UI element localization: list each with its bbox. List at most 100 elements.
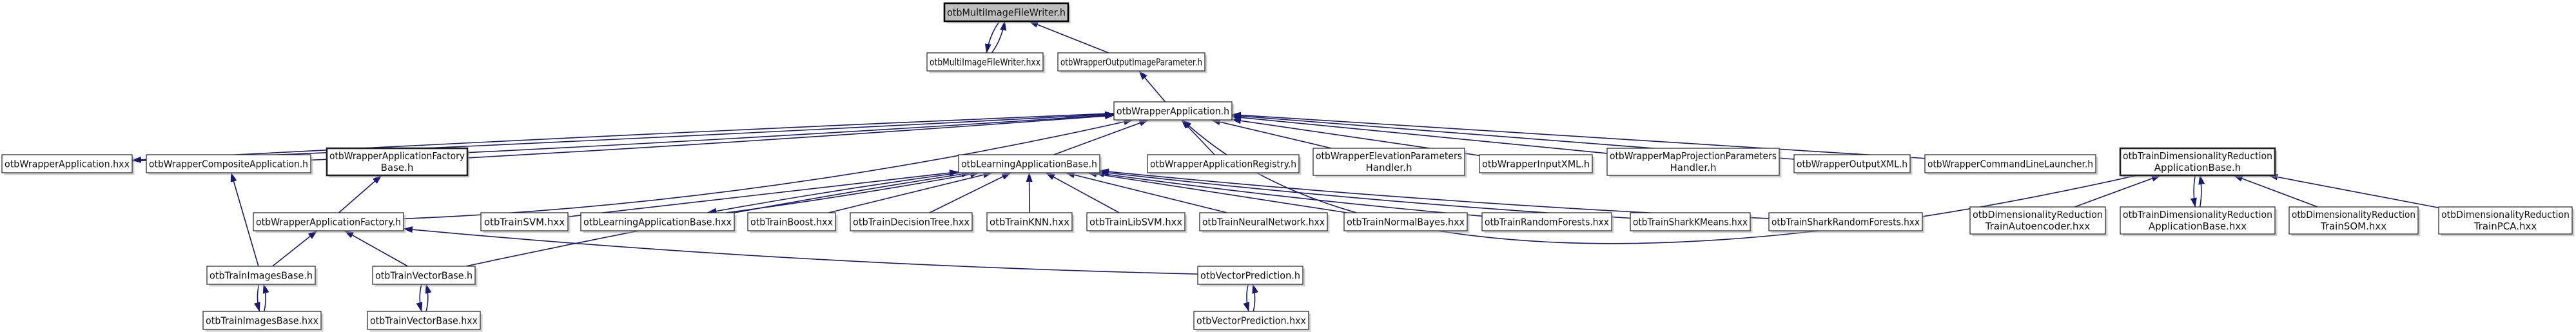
node-box[interactable] bbox=[206, 266, 316, 285]
graph-node-trainvectorbase_h[interactable]: otbTrainVectorBase.h bbox=[372, 266, 478, 287]
graph-node-trainboost[interactable]: otbTrainBoost.hxx bbox=[747, 212, 838, 233]
graph-node-trainimagesbase_h[interactable]: otbTrainImagesBase.h bbox=[206, 266, 318, 287]
node-label: otbTrainVectorBase.hxx bbox=[370, 315, 478, 327]
graph-node-trainsvm[interactable]: otbTrainSVM.hxx bbox=[480, 212, 571, 233]
node-box[interactable] bbox=[2288, 206, 2419, 235]
node-label: otbWrapperInputXML.h bbox=[1482, 159, 1590, 170]
graph-node-wrapperapp_hxx[interactable]: otbWrapperApplication.hxx bbox=[1, 154, 135, 175]
graph-node-trainknn[interactable]: otbTrainKNN.hxx bbox=[986, 212, 1075, 233]
graph-node-cmdline_h[interactable]: otbWrapperCommandLineLauncher.h bbox=[1924, 154, 2098, 175]
node-box[interactable] bbox=[1343, 212, 1468, 231]
node-label: otbTrainNeuralNetwork.hxx bbox=[1202, 217, 1325, 228]
node-box[interactable] bbox=[1312, 148, 1465, 176]
node-box[interactable] bbox=[253, 212, 404, 231]
node-box[interactable] bbox=[372, 266, 476, 285]
node-box[interactable] bbox=[986, 212, 1073, 231]
node-label: otbWrapperOutputImageParameter.h bbox=[1060, 57, 1202, 68]
node-box[interactable] bbox=[1481, 212, 1612, 231]
node-box[interactable] bbox=[1197, 266, 1303, 285]
edge-learningbase_h-to-learningbase_hxx bbox=[707, 172, 961, 215]
graph-node-compositeapp_h[interactable]: otbWrapperCompositeApplication.h bbox=[146, 154, 313, 175]
edge-cmdline_h-to-wrapperapp_h bbox=[1231, 112, 1926, 159]
graph-node-trainlibsvm[interactable]: otbTrainLibSVM.hxx bbox=[1086, 212, 1187, 233]
node-label: otbMultiImageFileWriter.hxx bbox=[930, 57, 1040, 68]
node-box[interactable] bbox=[1147, 154, 1300, 173]
node-box[interactable] bbox=[1969, 206, 2106, 235]
graph-node-wrapperapp_h[interactable]: otbWrapperApplication.h bbox=[1113, 101, 1234, 122]
node-box[interactable] bbox=[1924, 154, 2096, 173]
node-box[interactable] bbox=[2120, 206, 2276, 235]
edge-trainimagesbase_h-to-compositeapp_h bbox=[230, 172, 259, 267]
graph-node-trainrandomforests[interactable]: otbTrainRandomForests.hxx bbox=[1481, 212, 1614, 233]
graph-node-registry_h[interactable]: otbWrapperApplicationRegistry.h bbox=[1147, 154, 1302, 175]
graph-node-trainsharkrf[interactable]: otbTrainSharkRandomForests.hxx bbox=[1768, 212, 1925, 233]
graph-node-vectorpred_h[interactable]: otbVectorPrediction.h bbox=[1197, 266, 1305, 287]
edge-vectorpred_h-to-factory_h bbox=[403, 226, 1198, 275]
node-box[interactable] bbox=[850, 212, 973, 231]
node-box[interactable] bbox=[480, 212, 569, 231]
node-label: otbWrapperApplicationFactory.h bbox=[256, 217, 401, 228]
node-label: otbWrapperApplication.h bbox=[1117, 106, 1229, 117]
graph-node-inputxml_h[interactable]: otbWrapperInputXML.h bbox=[1479, 154, 1595, 175]
node-label: otbTrainVectorBase.h bbox=[375, 270, 473, 282]
edge-trainlibsvm-to-learningbase_h bbox=[1045, 172, 1120, 213]
graph-node-multiwriter_hxx[interactable]: otbMultiImageFileWriter.hxx bbox=[926, 52, 1046, 73]
node-box[interactable] bbox=[1193, 311, 1309, 330]
edge-traindectree-to-learningbase_h bbox=[929, 172, 1011, 213]
node-box[interactable] bbox=[2119, 147, 2276, 177]
node-box[interactable] bbox=[747, 212, 836, 231]
node-box[interactable] bbox=[958, 154, 1100, 173]
graph-node-vectorpred_hxx[interactable]: otbVectorPrediction.hxx bbox=[1193, 311, 1311, 332]
graph-node-multiwriter_h[interactable]: otbMultiImageFileWriter.h bbox=[943, 2, 1071, 24]
node-box[interactable] bbox=[1793, 154, 1911, 173]
graph-node-learningbase_h[interactable]: otbLearningApplicationBase.h bbox=[958, 154, 1102, 175]
node-box[interactable] bbox=[146, 154, 311, 173]
graph-node-traindectree[interactable]: otbTrainDecisionTree.hxx bbox=[850, 212, 975, 233]
node-box[interactable] bbox=[943, 2, 1069, 23]
graph-node-outputxml_h[interactable]: otbWrapperOutputXML.h bbox=[1793, 154, 1913, 175]
graph-node-trainnormalbayes[interactable]: otbTrainNormalBayes.hxx bbox=[1343, 212, 1470, 233]
node-box[interactable] bbox=[1630, 212, 1751, 231]
node-box[interactable] bbox=[367, 311, 481, 330]
edge-trainneural-to-learningbase_h bbox=[1065, 171, 1227, 213]
edge-trainimagesbase_hxx-to-trainimagesbase_h bbox=[262, 284, 269, 312]
graph-node-trainsharkkmeans[interactable]: otbTrainSharkKMeans.hxx bbox=[1630, 212, 1753, 233]
edge-trainboost-to-learningbase_h bbox=[828, 171, 993, 213]
graph-node-trainimagesbase_hxx[interactable]: otbTrainImagesBase.hxx bbox=[202, 311, 324, 332]
node-box[interactable] bbox=[1086, 212, 1186, 231]
node-box[interactable] bbox=[1, 154, 133, 173]
graph-node-trainneural[interactable]: otbTrainNeuralNetwork.hxx bbox=[1199, 212, 1330, 233]
node-label: otbLearningApplicationBase.hxx bbox=[583, 217, 732, 228]
node-label: otbVectorPrediction.h bbox=[1200, 270, 1300, 282]
edge-outputimageparam_h-to-multiwriter_h bbox=[1028, 21, 1109, 54]
node-box[interactable] bbox=[580, 212, 735, 231]
graph-node-outputimageparam_h[interactable]: otbWrapperOutputImageParameter.h bbox=[1057, 52, 1207, 73]
graph-node-factory_h[interactable]: otbWrapperApplicationFactory.h bbox=[253, 212, 406, 233]
node-box[interactable] bbox=[1768, 212, 1923, 231]
graph-node-learningbase_hxx[interactable]: otbLearningApplicationBase.hxx bbox=[580, 212, 737, 233]
node-box[interactable] bbox=[2438, 206, 2573, 235]
node-box[interactable] bbox=[202, 311, 322, 330]
node-label: otbTrainLibSVM.hxx bbox=[1089, 217, 1182, 228]
node-box[interactable] bbox=[1606, 148, 1780, 176]
node-box[interactable] bbox=[1199, 212, 1328, 231]
node-box[interactable] bbox=[1113, 101, 1233, 121]
node-label: otbWrapperCommandLineLauncher.h bbox=[1927, 159, 2093, 170]
node-label: otbWrapperCompositeApplication.h bbox=[149, 159, 308, 170]
node-box[interactable] bbox=[326, 147, 469, 177]
node-box[interactable] bbox=[926, 52, 1044, 72]
node-box[interactable] bbox=[1057, 52, 1205, 72]
node-box[interactable] bbox=[1479, 154, 1593, 173]
edge-vectorpred_h-to-vectorpred_hxx bbox=[1243, 284, 1250, 312]
graph-node-trainvectorbase_hxx[interactable]: otbTrainVectorBase.hxx bbox=[367, 311, 483, 332]
